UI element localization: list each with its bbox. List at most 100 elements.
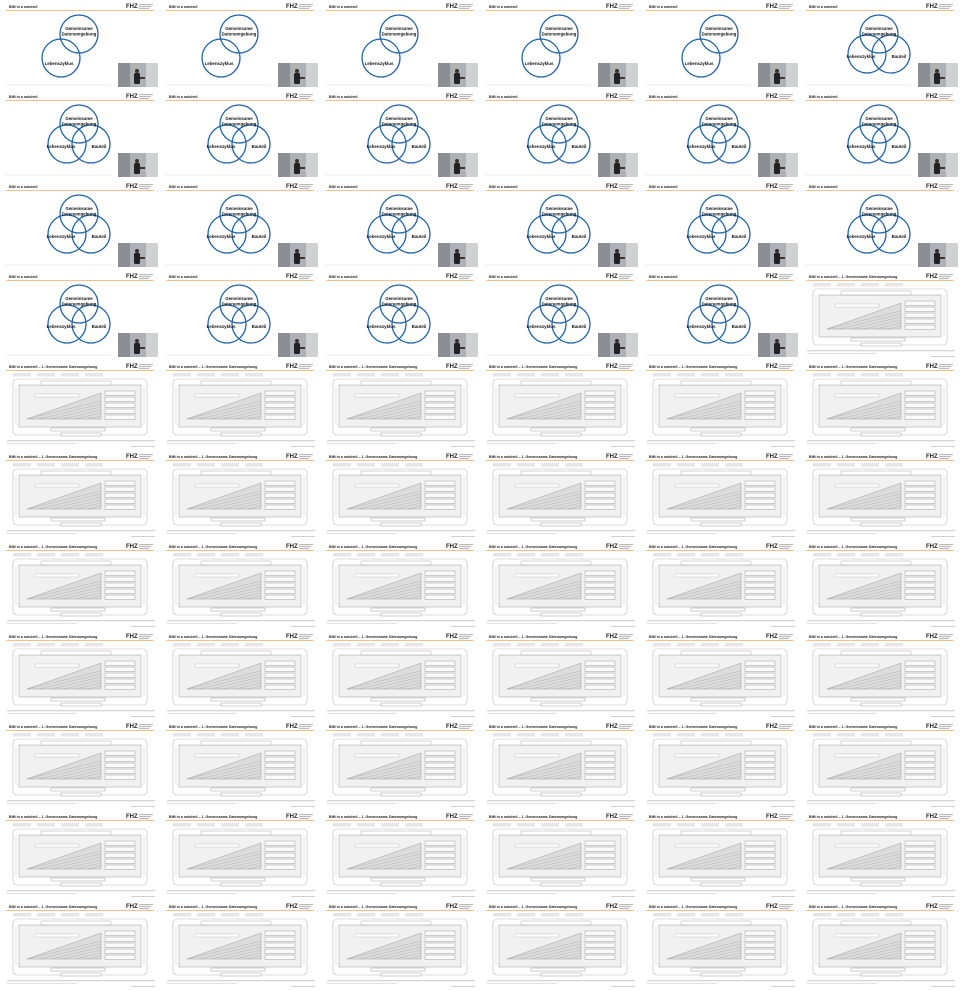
slide-thumbnail-diagram[interactable]: BIM in a nutshell – 1. Gemeinsame Datenu… [1,721,159,809]
slide-thumbnail-diagram[interactable]: BIM in a nutshell – 1. Gemeinsame Datenu… [481,631,639,719]
label-bauteil: Bauteil [412,144,427,149]
slide-thumbnail-diagram[interactable]: BIM in a nutshell – 1. Gemeinsame Datenu… [801,451,959,539]
slide-title: BIM in a nutshell – 1. Gemeinsame Datenu… [809,905,897,909]
slide-thumbnail-diagram[interactable]: BIM in a nutshell – 1. Gemeinsame Datenu… [321,361,479,449]
slide-thumbnail-diagram[interactable]: BIM in a nutshell – 1. Gemeinsame Datenu… [641,901,799,989]
label-gemeinsame: Gemeinsame [705,26,733,31]
slide-title: BIM in a nutshell – 1. Gemeinsame Datenu… [169,545,257,549]
slide-thumbnail-diagram[interactable]: BIM in a nutshell – 1. Gemeinsame Datenu… [641,721,799,809]
slide-thumbnail-diagram[interactable]: BIM in a nutshell – 1. Gemeinsame Datenu… [641,631,799,719]
slide-thumbnail-diagram[interactable]: BIM in a nutshell – 1. Gemeinsame Datenu… [801,361,959,449]
slide-thumbnail-diagram[interactable]: BIM in a nutshell – 1. Gemeinsame Datenu… [801,901,959,989]
logo-mark: FHZ [606,4,618,10]
lifecycle-diagram-icon [492,733,628,797]
slide-thumbnail-diagram[interactable]: BIM in a nutshell – 1. Gemeinsame Datenu… [481,721,639,809]
label-gemeinsame: Gemeinsame [65,26,93,31]
slide-thumbnail-diagram[interactable]: BIM in a nutshell – 1. Gemeinsame Datenu… [1,451,159,539]
venn-circle-component [711,124,751,164]
hochschule-logo: FHZ [286,904,313,910]
venn-circle-lifecycle [201,38,241,78]
label-bauteil: Bauteil [252,234,267,239]
slide-thumbnail-diagram[interactable]: BIM in a nutshell – 1. Gemeinsame Datenu… [641,811,799,899]
logo-mark: FHZ [446,724,458,730]
slide-thumbnail-diagram[interactable]: BIM in a nutshell – 1. Gemeinsame Datenu… [321,631,479,719]
label-gemeinsame: Gemeinsame [65,206,93,211]
slide-thumbnail-diagram[interactable]: BIM in a nutshell – 1. Gemeinsame Datenu… [161,541,319,629]
slide-title: BIM in a nutshell – 1. Gemeinsame Datenu… [9,725,97,729]
label-gemeinsame: Gemeinsame [865,116,893,121]
logo-mark: FHZ [126,904,138,910]
slide-title: BIM in a nutshell [169,95,198,99]
logo-mark: FHZ [926,904,938,910]
slide-thumbnail-diagram[interactable]: BIM in a nutshell – 1. Gemeinsame Datenu… [481,541,639,629]
label-gemeinsame: Gemeinsame [705,296,733,301]
lifecycle-diagram-icon [812,913,948,977]
slide-thumbnail-diagram[interactable]: BIM in a nutshell – 1. Gemeinsame Datenu… [1,811,159,899]
slide-thumbnail-diagram[interactable]: BIM in a nutshell – 1. Gemeinsame Datenu… [801,811,959,899]
slide-thumbnail-diagram[interactable]: BIM in a nutshell – 1. Gemeinsame Datenu… [1,361,159,449]
slide-thumbnail-diagram[interactable]: BIM in a nutshell – 1. Gemeinsame Datenu… [801,271,959,359]
venn-circle-component [871,34,911,74]
slide-thumbnail-diagram[interactable]: BIM in a nutshell – 1. Gemeinsame Datenu… [321,451,479,539]
slide-thumbnail-diagram[interactable]: BIM in a nutshell – 1. Gemeinsame Datenu… [161,631,319,719]
slide-title: BIM in a nutshell [329,95,358,99]
logo-mark: FHZ [766,4,778,10]
slide-thumbnail-diagram[interactable]: BIM in a nutshell – 1. Gemeinsame Datenu… [1,631,159,719]
logo-mark: FHZ [446,814,458,820]
hochschule-logo: FHZ [286,274,313,280]
slide-thumbnail-diagram[interactable]: BIM in a nutshell – 1. Gemeinsame Datenu… [801,541,959,629]
slide-thumbnail-diagram[interactable]: BIM in a nutshell – 1. Gemeinsame Datenu… [161,361,319,449]
label-lebenszyklus: Lebenszyklus [47,234,76,239]
speaker-video [758,63,798,87]
slide-thumbnail-diagram[interactable]: BIM in a nutshell – 1. Gemeinsame Datenu… [801,721,959,809]
hochschule-logo: FHZ [126,94,153,100]
slide-thumbnail-diagram[interactable]: BIM in a nutshell – 1. Gemeinsame Datenu… [481,451,639,539]
logo-mark: FHZ [926,94,938,100]
slide-thumbnail-diagram[interactable]: BIM in a nutshell – 1. Gemeinsame Datenu… [321,901,479,989]
slide-thumbnail-diagram[interactable]: BIM in a nutshell – 1. Gemeinsame Datenu… [321,721,479,809]
slide-thumbnail-diagram[interactable]: BIM in a nutshell – 1. Gemeinsame Datenu… [161,721,319,809]
slide-thumbnail-diagram[interactable]: BIM in a nutshell – 1. Gemeinsame Datenu… [801,631,959,719]
slide-title: BIM in a nutshell – 1. Gemeinsame Datenu… [649,635,737,639]
slide-thumbnail-diagram[interactable]: BIM in a nutshell – 1. Gemeinsame Datenu… [161,451,319,539]
slide-thumbnail-diagram[interactable]: BIM in a nutshell – 1. Gemeinsame Datenu… [641,451,799,539]
label-lebenszyklus: Lebenszyklus [365,61,394,66]
slide-title: BIM in a nutshell – 1. Gemeinsame Datenu… [329,725,417,729]
slide-thumbnail-diagram[interactable]: BIM in a nutshell – 1. Gemeinsame Datenu… [481,811,639,899]
slide-thumbnail-diagram[interactable]: BIM in a nutshell – 1. Gemeinsame Datenu… [161,901,319,989]
slide-thumbnail-diagram[interactable]: BIM in a nutshell – 1. Gemeinsame Datenu… [161,811,319,899]
slide-thumbnail-diagram[interactable]: BIM in a nutshell – 1. Gemeinsame Datenu… [481,901,639,989]
slide-thumbnail-diagram[interactable]: BIM in a nutshell – 1. Gemeinsame Datenu… [481,361,639,449]
speaker-video [758,153,798,177]
slide-thumbnail-diagram[interactable]: BIM in a nutshell – 1. Gemeinsame Datenu… [1,901,159,989]
slide-thumbnail-diagram[interactable]: BIM in a nutshell – 1. Gemeinsame Datenu… [321,811,479,899]
lifecycle-diagram-icon [332,553,468,617]
slide-thumbnail-diagram[interactable]: BIM in a nutshell – 1. Gemeinsame Datenu… [321,541,479,629]
slide-thumbnail-diagram[interactable]: BIM in a nutshell – 1. Gemeinsame Datenu… [1,541,159,629]
slide-thumbnail-diagram[interactable]: BIM in a nutshell – 1. Gemeinsame Datenu… [641,361,799,449]
slide-thumbnail-diagram[interactable]: BIM in a nutshell – 1. Gemeinsame Datenu… [641,541,799,629]
